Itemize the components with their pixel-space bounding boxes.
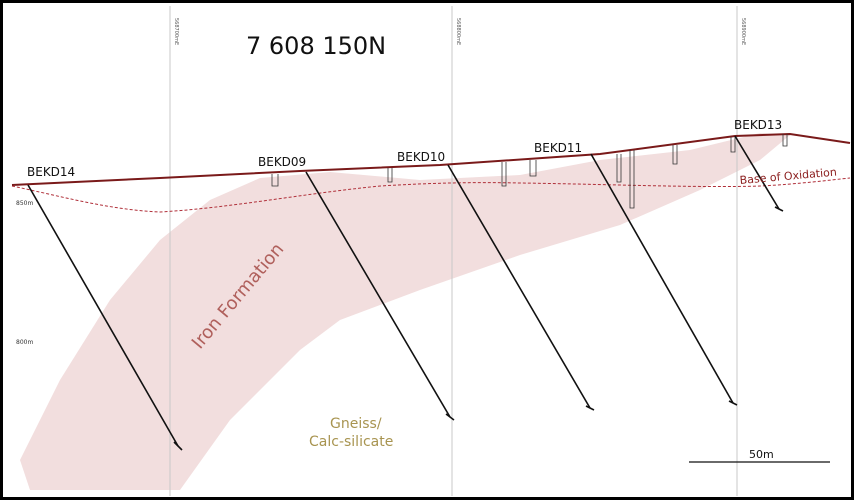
drillhole-trace-bekd10 — [447, 164, 591, 409]
grid-label-568900: 568900mE — [740, 18, 746, 45]
drillhole-label-bekd13: BEKD13 — [734, 118, 782, 132]
drillhole-endcap-bekd11 — [728, 400, 738, 406]
gneiss-label-line2: Calc-silicate — [309, 434, 393, 450]
drillhole-endcap-bekd09 — [445, 413, 455, 421]
drillhole-trace-bekd11 — [590, 153, 734, 404]
base-of-oxidation-line — [11, 177, 851, 213]
drillhole-trace-bekd14 — [27, 184, 179, 447]
grid-label-568800: 568800mE — [455, 18, 461, 45]
scale-bar-label: 50m — [749, 448, 774, 461]
shallow-hole-traces — [271, 134, 788, 209]
section-title: 7 608 150N — [246, 32, 386, 60]
drillhole-label-bekd09: BEKD09 — [258, 155, 306, 169]
drillhole-label-bekd11: BEKD11 — [534, 141, 582, 155]
elevation-label-800: 800m — [16, 339, 33, 346]
drillhole-endcap-bekd13 — [774, 206, 784, 212]
drillhole-label-bekd10: BEKD10 — [397, 150, 445, 164]
grid-label-568700: 568700mE — [173, 18, 179, 45]
iron-formation-body — [20, 133, 790, 490]
drillhole-endcap-bekd14 — [173, 441, 183, 451]
drillhole-trace-bekd13 — [734, 135, 780, 210]
drillhole-traces — [27, 135, 784, 451]
elevation-label-850: 850m — [16, 200, 33, 207]
gneiss-label-line1: Gneiss/ — [330, 416, 382, 432]
drillhole-trace-bekd09 — [305, 171, 451, 418]
topography-line — [11, 132, 851, 186]
drillhole-label-bekd14: BEKD14 — [27, 165, 75, 179]
drillhole-endcap-bekd10 — [585, 405, 595, 411]
